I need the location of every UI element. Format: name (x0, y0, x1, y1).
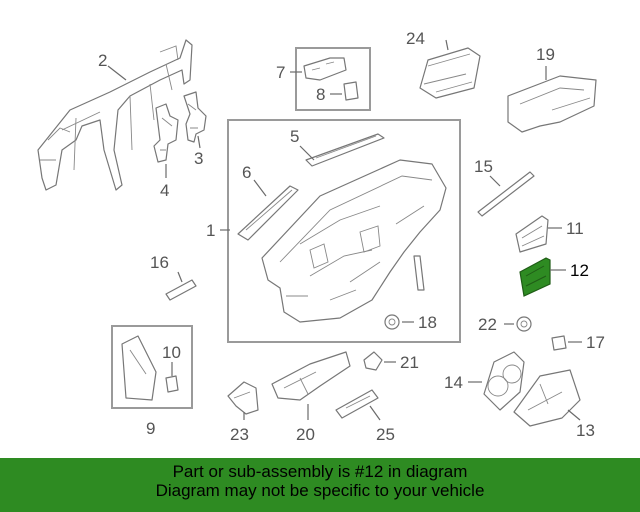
part-15-strip[interactable] (477, 171, 535, 217)
part-bolt[interactable] (413, 255, 425, 291)
group-9-10-frame (111, 325, 193, 409)
label-16: 16 (150, 253, 169, 272)
part-18-knob[interactable] (384, 314, 400, 330)
label-6: 6 (242, 163, 251, 182)
dashboard-group-frame (227, 119, 461, 343)
part-12-highlighted[interactable] (519, 257, 551, 297)
group-7-8-frame (295, 47, 371, 111)
label-18: 18 (418, 313, 437, 332)
label-9: 9 (146, 419, 155, 438)
label-11: 11 (566, 219, 584, 238)
part-24-airbag[interactable] (419, 47, 481, 99)
notice-line-2: Diagram may not be specific to your vehi… (155, 481, 485, 500)
part-16-clip[interactable] (165, 279, 197, 301)
label-14: 14 (444, 373, 463, 392)
part-22-ring[interactable] (516, 316, 532, 332)
part-20-duct[interactable] (271, 351, 351, 401)
part-5-grille[interactable] (305, 133, 385, 167)
part-3-bracket[interactable] (183, 91, 207, 143)
label-25: 25 (376, 425, 395, 444)
leader-13 (567, 409, 581, 421)
part-14-cluster[interactable] (483, 351, 525, 411)
label-15: 15 (474, 157, 493, 176)
part-13-lower-panel[interactable] (513, 369, 581, 427)
label-19: 19 (536, 45, 555, 64)
label-10: 10 (162, 343, 181, 362)
part-6-trim[interactable] (237, 185, 299, 241)
part-9-end-panel[interactable] (121, 335, 157, 401)
label-23: 23 (230, 425, 249, 444)
label-22: 22 (478, 315, 497, 334)
label-7: 7 (276, 63, 285, 82)
label-1: 1 (206, 221, 215, 240)
label-21: 21 (400, 353, 419, 372)
part-1-instrument-panel[interactable] (261, 159, 447, 323)
part-17-cap[interactable] (551, 335, 567, 351)
label-8: 8 (316, 85, 325, 104)
part-10-clip[interactable] (165, 375, 179, 393)
notice-line-1: Part or sub-assembly is #12 in diagram (172, 462, 468, 481)
leader-24 (445, 39, 449, 51)
part-7-trim-cover[interactable] (303, 57, 347, 81)
leader-2 (107, 65, 127, 81)
leader-25 (369, 405, 381, 421)
label-20: 20 (296, 425, 315, 444)
label-5: 5 (290, 127, 299, 146)
part-8-clip[interactable] (343, 81, 359, 101)
label-17: 17 (586, 333, 605, 352)
label-4: 4 (160, 181, 169, 200)
leader-5 (299, 145, 315, 161)
part-25-bracket[interactable] (335, 389, 379, 419)
notice-banner: Part or sub-assembly is #12 in diagram D… (0, 458, 640, 512)
part-21-switch[interactable] (363, 351, 383, 371)
leader-15 (489, 175, 501, 187)
part-11-vent[interactable] (515, 215, 549, 253)
label-3: 3 (194, 149, 203, 168)
diagram-canvas: 2 4 3 7 8 24 19 5 (37, 29, 605, 444)
label-12: 12 (570, 261, 589, 280)
part-23-bracket[interactable] (227, 381, 259, 415)
part-19-panel[interactable] (507, 75, 597, 133)
part-4-bracket[interactable] (153, 103, 179, 163)
leader-3 (197, 135, 201, 149)
label-24: 24 (406, 29, 425, 48)
label-13: 13 (576, 421, 595, 440)
leader-6 (253, 179, 267, 197)
part-2-crossbeam[interactable] (37, 39, 193, 191)
label-2: 2 (98, 51, 107, 70)
leader-16 (177, 271, 183, 283)
